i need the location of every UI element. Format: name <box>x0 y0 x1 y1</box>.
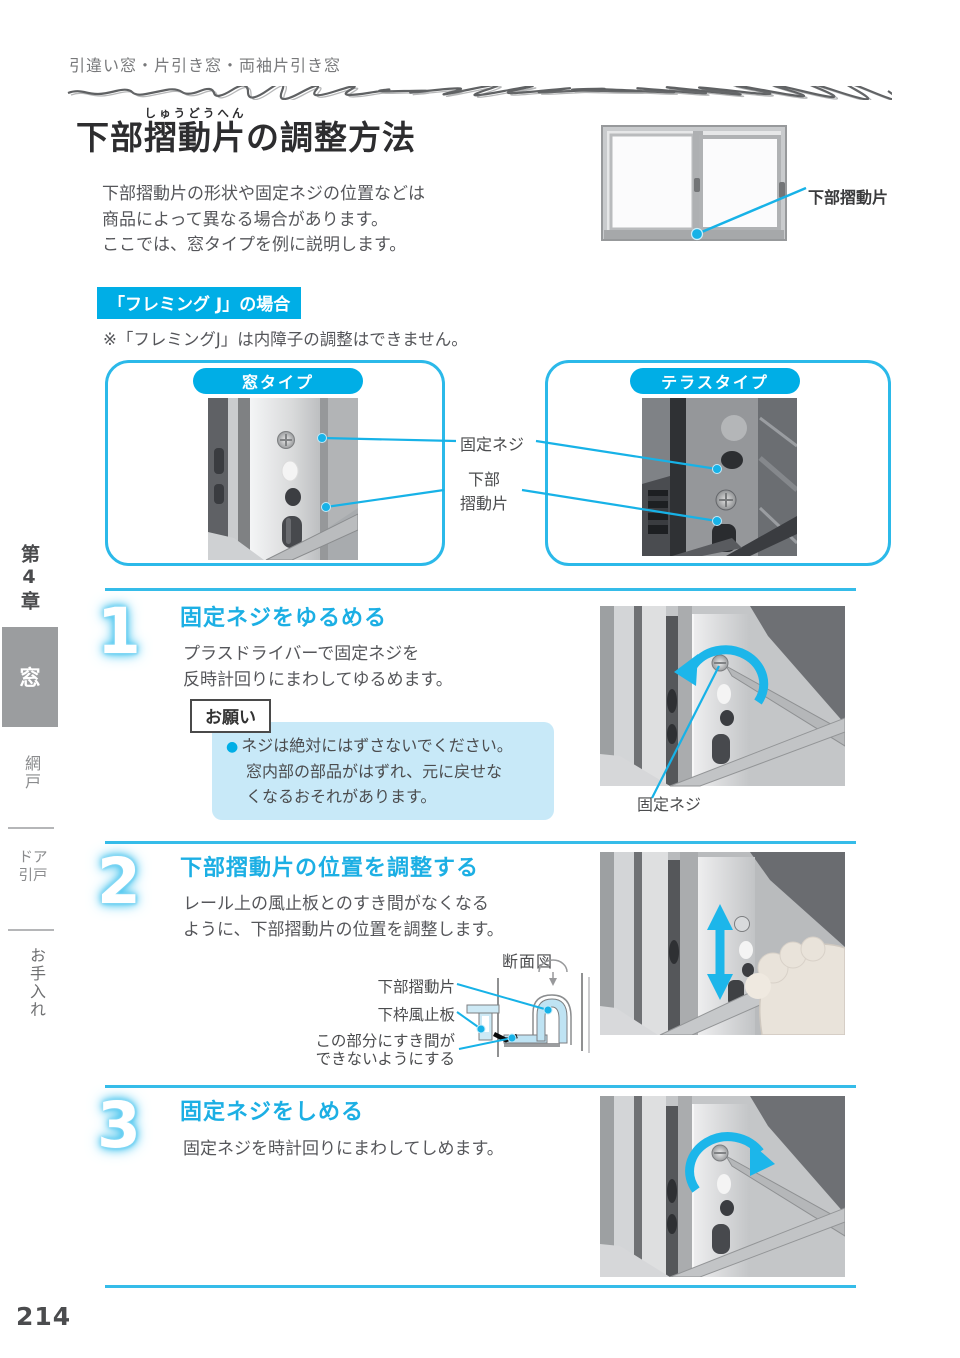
step1-number: 1 <box>97 595 141 668</box>
window-callout-dot <box>690 227 704 241</box>
section-divider <box>105 588 856 591</box>
window-callout-label: 下部摺動片 <box>808 188 889 207</box>
ccw-arrow-icon <box>689 645 769 705</box>
step1-photo <box>600 606 845 799</box>
sidebar-item-care[interactable]: お手入れ <box>27 947 46 1019</box>
terrace-type-photo <box>642 398 797 556</box>
section-divider <box>105 1285 856 1288</box>
callout-piece-line: 下部 <box>467 470 500 489</box>
callout-piece-label: 下部 摺動片 <box>448 466 520 514</box>
section-divider <box>105 1085 856 1088</box>
step2-heading: 下部摺動片の位置を調整する <box>180 856 480 881</box>
note-text-line: ネジは絶対にはずさないでください。 <box>241 736 513 755</box>
step3-number: 3 <box>97 1089 141 1162</box>
step2-number: 2 <box>97 845 141 918</box>
sidebar-divider <box>8 929 54 931</box>
caution-note-box: ●ネジは絶対にはずさないでください。 窓内部の部品がはずれ、元に戻せな くなるお… <box>212 722 554 820</box>
terrace-type-pill: テラスタイプ <box>630 368 800 394</box>
callout-piece-line: 摺動片 <box>459 494 508 513</box>
step3-photo <box>600 1096 845 1277</box>
window-type-pill: 窓タイプ <box>193 368 363 394</box>
diagram-label-plate: 下枠風止板 <box>377 1006 455 1024</box>
sidebar-item-door[interactable]: ドア 引戸 <box>12 849 54 885</box>
title-furigana: しゅうどうへん <box>144 106 246 120</box>
step3-body: 固定ネジを時計回りにまわしてしめます。 <box>183 1136 504 1162</box>
terrace-type-box: テラスタイプ <box>545 360 891 566</box>
callout-screw-label: 固定ネジ <box>460 435 525 454</box>
note-text-line: 窓内部の部品がはずれ、元に戻せな <box>246 761 503 781</box>
diagram-label-gap-1: この部分にすき間が <box>315 1032 455 1050</box>
sidebar-divider <box>8 827 54 829</box>
window-type-photo <box>208 398 358 560</box>
step2-photo <box>600 852 845 1035</box>
title-ruby-base: 摺動片 <box>144 118 246 157</box>
step1-body-line: 反時計回りにまわしてゆるめます。 <box>183 670 453 691</box>
intro-line: 下部摺動片の形状や固定ネジの位置などは <box>102 184 425 204</box>
sidebar-item-amido[interactable]: 網戸 <box>22 755 41 791</box>
page-title: 下部摺動片しゅうどうへんの調整方法 <box>76 106 416 159</box>
breadcrumb: 引違い窓・片引き窓・両袖片引き窓 <box>69 56 342 75</box>
sidebar-chapter: 第4章 <box>18 544 40 613</box>
step2-body-line: ように、下部摺動片の位置を調整します。 <box>183 920 504 941</box>
intro-paragraph: 下部摺動片の形状や固定ネジの位置などは 商品によって異なる場合があります。 ここ… <box>102 182 425 259</box>
window-type-box: 窓タイプ <box>105 360 445 566</box>
case-section-note: ※「フレミングJ」は内障子の調整はできません。 <box>103 330 468 349</box>
step3-body-line: 固定ネジを時計回りにまわしてしめます。 <box>183 1139 504 1159</box>
note-text-line: くなるおそれがあります。 <box>246 787 437 807</box>
step1-body: プラスドライバーで固定ネジを 反時計回りにまわしてゆるめます。 <box>183 641 453 694</box>
rough-divider-line <box>67 86 892 100</box>
sidebar-item-door-line: ドア <box>18 850 48 866</box>
onegai-label: お願い <box>190 699 271 733</box>
sidebar-tab-window[interactable]: 窓 <box>2 627 58 727</box>
title-prefix: 下部 <box>76 118 144 157</box>
title-suffix: の調整方法 <box>246 118 416 157</box>
step2-body-line: レール上の風止板とのすき間がなくなる <box>183 894 489 914</box>
diagram-label-piece: 下部摺動片 <box>377 978 455 996</box>
window-diagram <box>601 125 807 241</box>
sidebar-item-door-line: 引戸 <box>18 868 48 885</box>
page-number: 214 <box>16 1302 72 1331</box>
section-divider <box>105 841 856 844</box>
diagram-label-gap-2: できないようにする <box>315 1050 455 1068</box>
step3-heading: 固定ネジをしめる <box>180 1100 365 1125</box>
step1-heading: 固定ネジをゆるめる <box>180 606 388 631</box>
cw-arrow-icon <box>685 1132 764 1193</box>
case-section-label: 「フレミング J」の場合 <box>97 287 302 319</box>
cross-section-diagram <box>456 959 590 1057</box>
cross-section-title: 断面図 <box>502 952 554 971</box>
bullet-icon: ● <box>226 739 239 755</box>
step2-body: レール上の風止板とのすき間がなくなる ように、下部摺動片の位置を調整します。 <box>183 891 504 944</box>
intro-line: ここでは、窓タイプを例に説明します。 <box>102 235 407 255</box>
sidebar-tab-window-label: 窓 <box>19 666 41 690</box>
step1-body-line: プラスドライバーで固定ネジを <box>183 644 420 664</box>
step1-photo-caption: 固定ネジ <box>637 795 702 814</box>
intro-line: 商品によって異なる場合があります。 <box>102 209 388 230</box>
